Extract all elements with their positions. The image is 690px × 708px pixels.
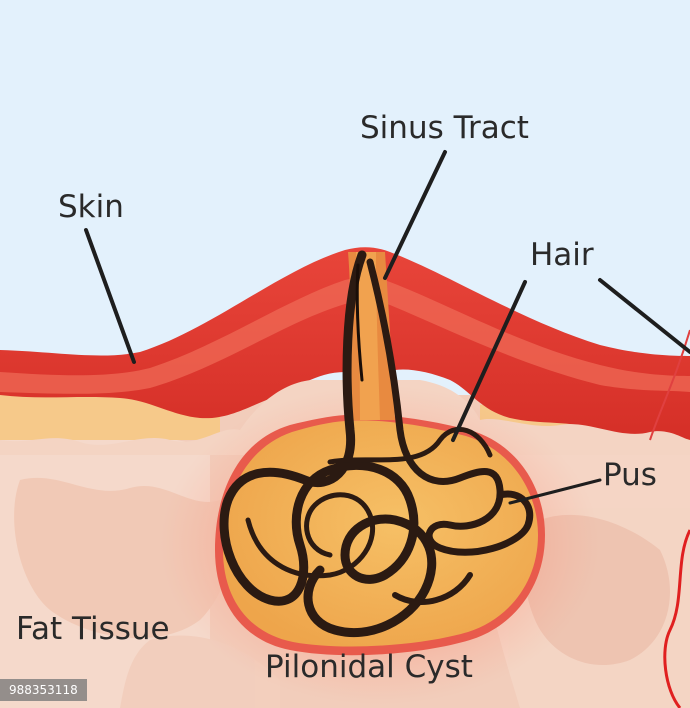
label-fat-tissue: Fat Tissue [16, 611, 170, 647]
leader-sinus-tract [383, 150, 447, 280]
stock-id-watermark: 988353118 [0, 679, 87, 701]
label-skin: Skin [58, 189, 124, 225]
label-pus: Pus [603, 457, 657, 493]
label-pilonidal-cyst: Pilonidal Cyst [265, 649, 473, 685]
label-hair: Hair [530, 237, 594, 273]
leader-pus [508, 478, 602, 505]
leader-skin [84, 228, 136, 364]
hair-strands [219, 250, 534, 638]
blood-vessel [663, 529, 690, 708]
leader-lines [84, 150, 690, 505]
skin-sheen [0, 277, 690, 394]
leader-hair [451, 280, 527, 442]
leader-right [598, 278, 690, 354]
label-sinus-tract: Sinus Tract [360, 110, 529, 146]
